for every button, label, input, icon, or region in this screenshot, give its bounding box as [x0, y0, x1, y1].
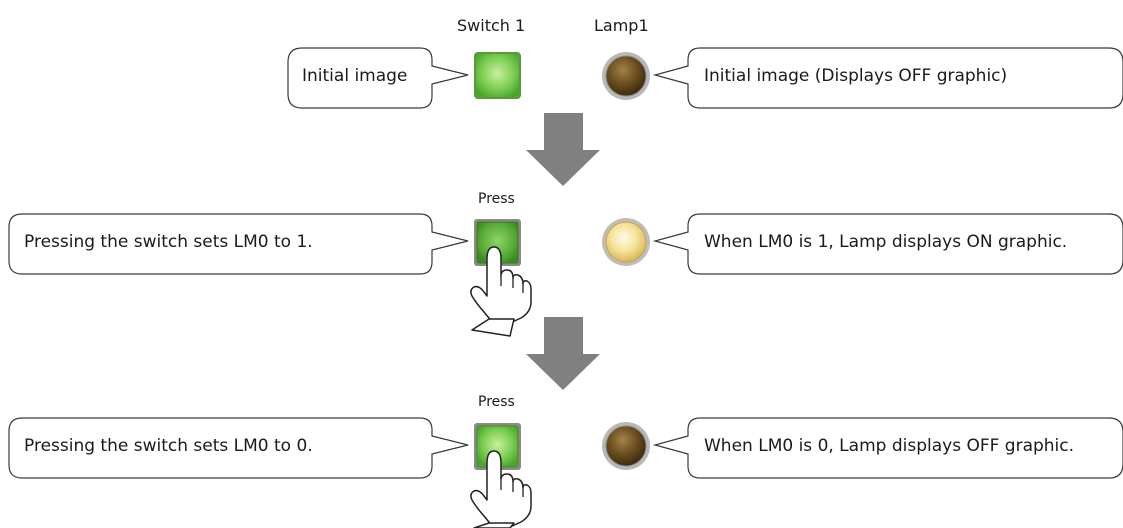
- lamp-note-bubble: [652, 417, 1123, 479]
- switch-note-bubble: [8, 213, 469, 275]
- lamp-note-text: Initial image (Displays OFF graphic): [704, 66, 1008, 86]
- switch-note-bubble: [287, 47, 469, 109]
- hand-pointer-icon: [470, 450, 532, 528]
- down-arrow-icon: [526, 317, 600, 390]
- lamp-header: Lamp1: [594, 16, 649, 35]
- lamp-note-bubble: [652, 47, 1123, 109]
- press-label: Press: [478, 191, 515, 207]
- switch-note-text: Pressing the switch sets LM0 to 0.: [24, 436, 313, 456]
- lamp-note-bubble: [652, 213, 1123, 275]
- down-arrow-icon: [526, 113, 600, 186]
- lamp-note-text: When LM0 is 1, Lamp displays ON graphic.: [704, 232, 1068, 252]
- lamp-note-text: When LM0 is 0, Lamp displays OFF graphic…: [704, 436, 1075, 456]
- switch-note-text: Initial image: [302, 66, 408, 86]
- switch-header: Switch 1: [457, 16, 526, 35]
- switch-note-text: Pressing the switch sets LM0 to 1.: [24, 232, 313, 252]
- switch-note-bubble: [8, 417, 469, 479]
- press-label: Press: [478, 394, 515, 410]
- switch-button[interactable]: [474, 52, 521, 99]
- hand-pointer-icon: [470, 246, 532, 337]
